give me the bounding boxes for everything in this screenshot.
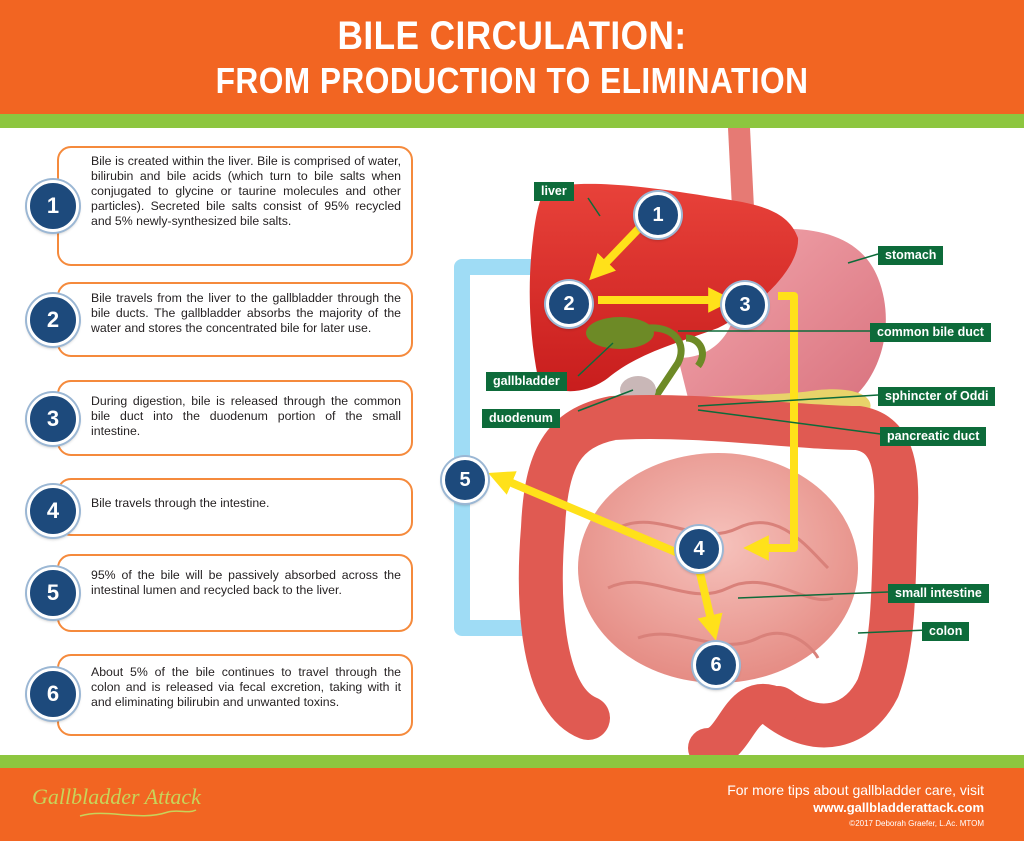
header-divider xyxy=(0,114,1024,128)
label-leader-lines xyxy=(577,197,929,634)
footer-divider xyxy=(0,755,1024,769)
recycle-path xyxy=(454,259,538,636)
step-number-6: 6 xyxy=(27,668,79,720)
diagram-marker-5: 5 xyxy=(442,457,488,503)
brand-logo: Gallbladder Attack xyxy=(32,784,201,809)
label-duodenum: duodenum xyxy=(482,409,560,428)
step-box-2: Bile travels from the liver to the gallb… xyxy=(57,282,413,357)
header-banner: BILE CIRCULATION: FROM PRODUCTION TO ELI… xyxy=(0,0,1024,114)
label-stomach: stomach xyxy=(878,246,944,265)
step-number-1: 1 xyxy=(27,180,79,232)
step-text-6: About 5% of the bile continues to travel… xyxy=(91,665,401,709)
label-sphincter-of-oddi: sphincter of Oddi xyxy=(878,387,996,406)
step-text-2: Bile travels from the liver to the gallb… xyxy=(91,291,401,335)
label-common-bile-duct: common bile duct xyxy=(870,323,991,342)
step-number-5: 5 xyxy=(27,567,79,619)
step-text-1: Bile is created within the liver. Bile i… xyxy=(91,154,401,228)
step-text-4: Bile travels through the intestine. xyxy=(91,496,270,510)
step-number-2: 2 xyxy=(27,294,79,346)
rectum-shape xyxy=(688,684,798,768)
small-intestine-shape xyxy=(578,453,858,683)
step-box-4: Bile travels through the intestine. xyxy=(57,478,413,536)
diagram-marker-3: 3 xyxy=(722,282,768,328)
diagram-marker-2: 2 xyxy=(546,281,592,327)
step-number-4: 4 xyxy=(27,485,79,537)
label-small-intestine: small intestine xyxy=(888,584,989,603)
label-liver: liver xyxy=(534,182,574,201)
step-text-5: 95% of the bile will be passively absorb… xyxy=(91,568,401,597)
brand-swirl-icon xyxy=(79,809,197,817)
gallbladder-shape xyxy=(586,317,654,349)
label-colon: colon xyxy=(922,622,970,641)
step-text-3: During digestion, bile is released throu… xyxy=(91,394,401,438)
footer-banner xyxy=(0,768,1024,841)
step-number-3: 3 xyxy=(27,393,79,445)
footer-copyright: ©2017 Deborah Graefer, L.Ac. MTOM xyxy=(849,819,984,828)
anatomy-illustration xyxy=(454,128,929,768)
diagram-marker-1: 1 xyxy=(635,192,681,238)
step-box-6: About 5% of the bile continues to travel… xyxy=(57,654,413,736)
step-box-3: During digestion, bile is released throu… xyxy=(57,380,413,456)
digestive-diagram: 1 2 3 4 5 6 liver stomach common bile du… xyxy=(438,128,1024,768)
stomach-shape xyxy=(678,228,886,419)
diagram-marker-6: 6 xyxy=(693,642,739,688)
label-gallbladder: gallbladder xyxy=(486,372,567,391)
title-line-2: FROM PRODUCTION TO ELIMINATION xyxy=(215,60,809,101)
footer-url[interactable]: www.gallbladderattack.com xyxy=(813,800,984,815)
step-box-5: 95% of the bile will be passively absorb… xyxy=(57,554,413,632)
step-box-1: Bile is created within the liver. Bile i… xyxy=(57,146,413,266)
diagram-marker-4: 4 xyxy=(676,526,722,572)
label-pancreatic-duct: pancreatic duct xyxy=(880,427,987,446)
footer-tip: For more tips about gallbladder care, vi… xyxy=(727,782,984,798)
bile-ducts xyxy=(645,324,706,410)
title-line-1: BILE CIRCULATION: xyxy=(337,14,687,58)
